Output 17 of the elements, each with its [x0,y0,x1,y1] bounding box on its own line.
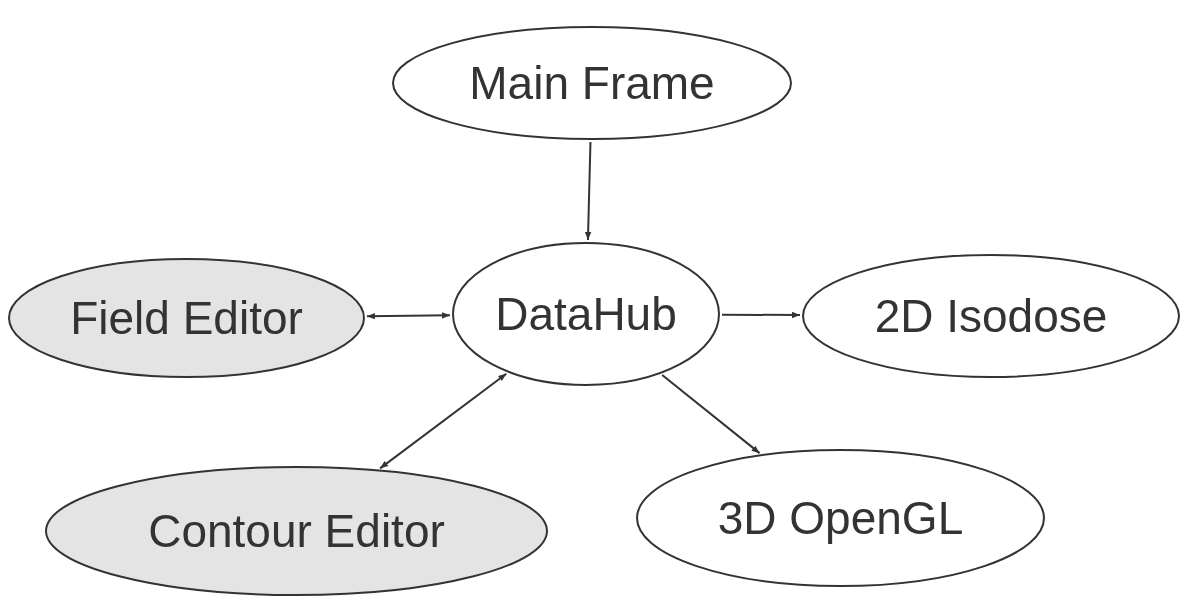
arrow [365,312,451,320]
node-label: 3D OpenGL [717,491,964,545]
ellipse-node [636,449,1045,587]
ellipse-node [8,258,365,378]
arrow [661,374,761,455]
arrow [584,141,592,241]
node-label: Main Frame [469,56,715,110]
ellipse-node [802,254,1180,378]
node-label: DataHub [495,287,677,341]
ellipse-node [45,466,548,596]
ellipse-node [452,242,720,386]
ellipse-node [392,26,792,140]
arrow [379,372,508,470]
arrow [721,311,801,319]
node-label: Field Editor [70,291,303,345]
node-label: Contour Editor [148,504,445,558]
node-label: 2D Isodose [874,289,1108,343]
